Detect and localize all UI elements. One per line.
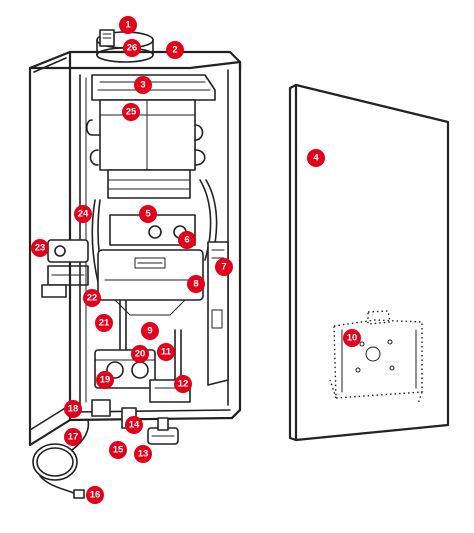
callout-10-label: 10 [347, 333, 358, 344]
callout-5-label: 5 [145, 209, 151, 220]
mounting-bracket [329, 310, 423, 405]
control-box [207, 241, 229, 386]
callout-1-label: 1 [125, 20, 131, 31]
callout-11-label: 11 [161, 347, 172, 358]
callout-20-label: 20 [135, 349, 146, 360]
heat-exchanger [85, 99, 206, 199]
callout-5: 5 [139, 205, 157, 223]
front-cover-panel [288, 83, 450, 442]
callout-16-label: 16 [90, 490, 101, 501]
callout-8-label: 8 [193, 279, 198, 290]
callout-17-label: 17 [68, 432, 79, 443]
fan-hood [91, 74, 216, 101]
callout-11: 11 [157, 343, 175, 361]
callout-23-label: 23 [35, 243, 46, 254]
callout-26: 26 [123, 39, 141, 57]
callout-17: 17 [64, 428, 82, 446]
callout-6: 6 [178, 231, 196, 249]
callout-2: 2 [166, 41, 184, 59]
callout-18: 18 [64, 400, 82, 418]
callout-18-label: 18 [68, 404, 79, 415]
callout-13-label: 13 [138, 449, 149, 460]
callout-15: 15 [109, 441, 127, 459]
callout-7: 7 [215, 258, 233, 276]
callout-12: 12 [174, 375, 192, 393]
callout-12-label: 12 [178, 379, 189, 390]
callout-25: 25 [122, 103, 140, 121]
callout-13: 13 [134, 445, 152, 463]
callout-23: 23 [31, 239, 49, 257]
callout-1: 1 [119, 16, 137, 34]
callout-2-label: 2 [172, 45, 177, 56]
callout-25-label: 25 [126, 107, 137, 118]
callout-7-label: 7 [221, 262, 226, 273]
burner-assembly [97, 214, 204, 316]
callout-24-label: 24 [78, 209, 89, 220]
callout-22-label: 22 [87, 293, 98, 304]
power-cable [32, 419, 90, 499]
callout-21-label: 21 [99, 318, 110, 329]
callout-20: 20 [131, 345, 149, 363]
callout-14: 14 [125, 416, 143, 434]
callout-4-label: 4 [313, 153, 319, 164]
callout-8: 8 [187, 275, 205, 293]
callout-19: 19 [96, 371, 114, 389]
callout-10: 10 [343, 329, 361, 347]
callout-19-label: 19 [100, 375, 111, 386]
bottom-fittings [91, 399, 179, 445]
callout-3-label: 3 [140, 80, 145, 91]
callout-4: 4 [307, 149, 325, 167]
callout-3: 3 [134, 76, 152, 94]
callout-16: 16 [86, 486, 104, 504]
callout-21: 21 [95, 314, 113, 332]
callout-24: 24 [74, 205, 92, 223]
callout-22: 22 [83, 289, 101, 307]
callout-6-label: 6 [184, 235, 189, 246]
callout-9-label: 9 [147, 326, 152, 337]
callout-15-label: 15 [113, 445, 124, 456]
callout-9: 9 [141, 322, 159, 340]
callout-14-label: 14 [129, 420, 140, 431]
side-valve-assembly [41, 239, 89, 298]
callout-26-label: 26 [127, 43, 138, 54]
